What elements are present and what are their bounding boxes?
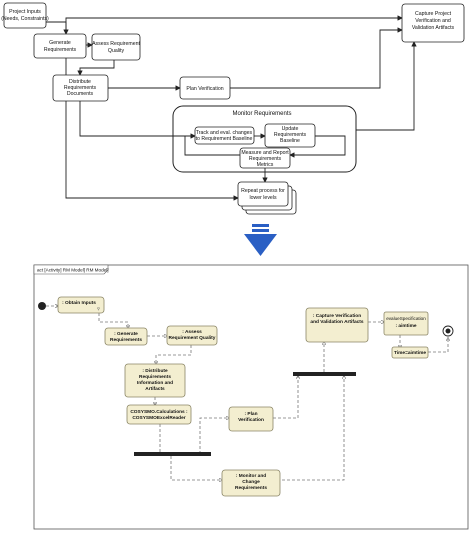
node-assess-quality [91,33,141,61]
action-plan-verification [228,406,274,432]
node-distribute-documents-line2: Requirements [64,85,97,91]
node-update-baseline [264,123,316,148]
node-plan-verification [179,76,231,100]
action-capture-line1: : Capture Verification [313,313,361,319]
action-obtain-inputs [57,296,105,314]
flow-time-final [428,338,448,353]
action-cosysmo-line1: COSYSMO.Calculations : [130,409,188,415]
flow-assess-distribute [156,345,192,364]
flow-plan-join [273,376,298,419]
action-cosysmo [126,404,192,425]
final-node-core [445,328,451,334]
action-assess-quality-line1: : Assess [182,329,202,335]
action-plan-verification-line1: : Plan [244,411,257,417]
rake-icon: ⚲ [97,306,100,311]
group-monitor-requirements [172,105,357,173]
edge-monitor-capture [356,41,417,131]
node-generate-requirements-line2: Requirements [44,47,77,53]
action-monitor-line2: Change [242,479,260,485]
action-generate-requirements [104,327,148,346]
action-evalue-line1: evalueSpecification [386,316,426,321]
flow-obtain-generate [98,313,128,328]
top-flowchart: Project Inputs (Needs, Constraints) Gene… [1,2,465,215]
action-evalue-specification [383,311,429,336]
node-project-inputs-line2: (Needs, Constraints) [1,16,49,22]
node-track-changes [194,126,255,145]
arrow-stripe-2 [252,229,269,232]
flow-monitor-join [282,376,344,481]
node-assess-quality-line2: Quality [108,48,125,54]
node-measure-metrics-line3: Metrics [257,162,274,168]
action-generate-requirements-line2: Requirements [110,337,142,343]
frame-title: act [Activity] RM Model] RM Model] [37,268,108,273]
node-track-changes-line1: Track and eval. changes [196,130,253,136]
edge-update-measure [289,135,346,158]
edge-plan-capture [230,27,403,89]
initial-node [38,302,46,310]
action-time-aimtime-label: Time=aimtime [394,350,426,356]
action-capture-verification [305,307,369,343]
action-distribute-line1: : Distribute [142,368,168,374]
node-capture-verification-line3: Validation Artifacts [412,25,455,31]
action-monitor-line3: Requirements [235,485,267,491]
flow-fork-monitor [170,456,222,480]
down-arrow-icon [244,234,277,256]
transform-arrow [244,224,277,256]
node-update-baseline-line2: Requirements [274,132,307,138]
action-distribute-requirements [124,363,186,398]
action-assess-quality [166,325,218,346]
activity-edges [46,306,448,480]
node-distribute-documents-line1: Distribute [69,79,91,85]
node-distribute-documents [52,74,109,102]
edge-assess-distribute [77,60,115,76]
arrow-stripe-1 [252,224,269,227]
action-time-aimtime [391,346,429,359]
node-project-inputs-line1: Project Inputs [9,9,41,15]
action-distribute-line2: Requirements [139,374,171,380]
action-cosysmo-line2: COSYSMOExcelReader [132,415,185,421]
node-capture-verification-line2: Verification and [415,18,451,24]
node-measure-metrics-line1: Measure and Report [241,150,289,156]
action-evalue-line2: : aimtime [395,323,416,329]
node-update-baseline-line1: Update [282,126,299,132]
node-plan-verification-label: Plan Verification [186,86,223,92]
action-obtain-inputs-label: : Obtain Inputs [62,300,96,306]
frame-tab [33,264,109,275]
action-monitor-line1: : Monitor and [236,473,266,479]
node-track-changes-line2: to Requirement Baseline [196,136,253,142]
node-distribute-documents-line3: Documents [67,91,94,97]
node-generate-requirements-line1: Generate [49,40,71,46]
node-project-inputs [3,2,47,29]
group-monitor-requirements-title: Monitor Requirements [232,111,291,117]
action-distribute-line3: Information and [137,380,173,386]
node-update-baseline-line3: Baseline [280,138,300,144]
activity-actions: : Obtain Inputs ⚲ : Generate Requirement… [57,296,429,497]
action-assess-quality-line2: Requirement Quality [169,335,216,341]
node-assess-quality-line1: Assess Requirement [92,41,140,47]
node-generate-requirements [33,33,87,59]
node-repeat-process-line1: Repeat process for [241,188,285,194]
node-measure-metrics [239,147,291,169]
action-monitor-change [221,469,281,497]
action-plan-verification-line2: Verification [238,417,264,423]
fork-bar [134,452,211,456]
node-repeat-process-line2: lower levels [249,195,277,201]
edge-distribute-repeat [65,101,239,201]
node-repeat-process [237,181,289,207]
action-capture-line2: and Validation Artifacts [310,319,363,325]
node-capture-verification-line1: Capture Project [415,11,452,17]
action-distribute-line4: Artifacts [145,386,165,392]
node-capture-verification [401,3,465,43]
join-bar [293,372,356,376]
edge-measure-track [184,135,240,156]
node-measure-metrics-line2: Requirements [249,156,282,162]
action-generate-requirements-line1: : Generate [114,331,138,337]
edge-distribute-track [79,101,196,139]
flow-fork-plan [199,418,229,454]
